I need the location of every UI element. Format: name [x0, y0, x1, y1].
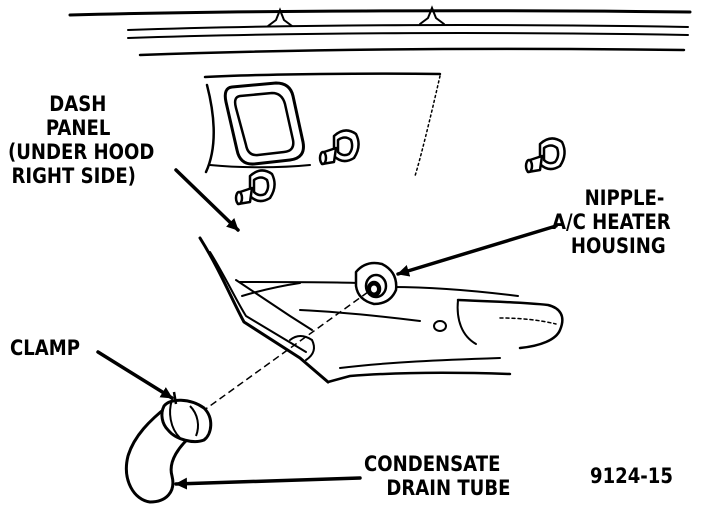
dash-panel-label: DASH PANEL (UNDER HOOD RIGHT SIDE) — [8, 92, 154, 188]
clamp-label-text: CLAMP — [10, 336, 80, 360]
drain-tube-label: CONDENSATE DRAIN TUBE — [364, 452, 510, 500]
drain-tube-label-line-1: CONDENSATE — [364, 452, 501, 476]
nipple-label-line-3: HOUSING — [570, 234, 666, 258]
dash-panel-label-line-4: RIGHT SIDE) — [11, 164, 136, 188]
panel-opening — [223, 81, 305, 166]
dash-panel-outline — [203, 72, 442, 177]
alignment-line — [195, 291, 369, 417]
nipple-label: NIPPLE- A/C HEATER HOUSING — [552, 186, 671, 258]
leader-arrows — [96, 168, 558, 490]
drain-tube-label-line-2: DRAIN TUBE — [386, 476, 511, 500]
heater-housing — [198, 236, 564, 384]
dash-panel-label-line-1: DASH — [49, 92, 107, 116]
clamp — [160, 391, 213, 444]
nipple-arrow — [396, 224, 558, 277]
clamp-label: CLAMP — [10, 336, 80, 360]
drain-tube-arrow — [174, 476, 362, 490]
stud-fastener-2 — [524, 137, 566, 174]
clamp-arrow — [96, 350, 174, 400]
cowl-top-edge — [68, 5, 692, 57]
stud-fastener-1 — [318, 129, 360, 166]
nipple-label-line-1: NIPPLE- — [584, 186, 665, 210]
stud-fastener-3 — [234, 169, 276, 206]
nipple — [354, 261, 398, 306]
figure-number-text: 9124-15 — [590, 464, 673, 488]
dash-panel-label-line-2: PANEL — [45, 116, 111, 140]
dash-panel-label-line-3: (UNDER HOOD — [8, 140, 155, 164]
nipple-label-line-2: A/C HEATER — [552, 210, 671, 234]
dash-panel-arrow — [174, 168, 240, 232]
figure-number: 9124-15 — [590, 464, 673, 488]
